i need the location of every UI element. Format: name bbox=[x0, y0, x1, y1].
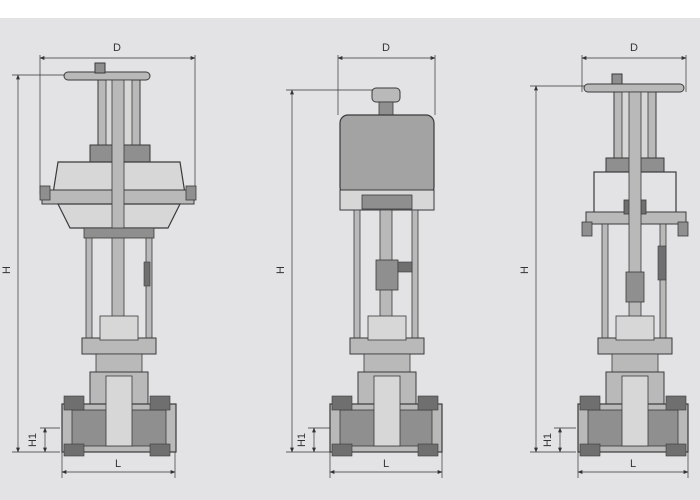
bonnet-flange bbox=[349, 315, 425, 375]
dimension-h1: H1 bbox=[542, 427, 576, 453]
dimension-l: L bbox=[577, 452, 689, 478]
bonnet-flange bbox=[597, 315, 673, 375]
dimension-d-label: D bbox=[113, 42, 121, 54]
dimension-h-label: H bbox=[275, 266, 287, 274]
view-electric-valve: D H H1 L bbox=[275, 42, 443, 478]
dimension-d: D bbox=[337, 42, 436, 115]
dimension-h-label: H bbox=[519, 266, 531, 274]
electric-actuator-housing bbox=[339, 114, 435, 211]
dimension-h1: H1 bbox=[27, 427, 60, 453]
dimension-h1-label: H1 bbox=[296, 433, 308, 447]
valve-body bbox=[61, 371, 177, 457]
dimension-h1-label: H1 bbox=[27, 433, 39, 447]
dimension-h-label: H bbox=[1, 266, 13, 274]
valve-body bbox=[329, 371, 443, 457]
dimension-d: D bbox=[39, 42, 196, 195]
dimension-d-label: D bbox=[382, 42, 390, 54]
view-pneumatic-valve: D H H1 L bbox=[1, 42, 197, 478]
manual-override-knob bbox=[371, 87, 401, 103]
dimension-h: H bbox=[275, 89, 380, 453]
dimension-l-label: L bbox=[383, 458, 389, 470]
dimension-l-label: L bbox=[115, 458, 121, 470]
view-handwheel-valve: D H H1 L bbox=[519, 42, 689, 478]
dimension-h1-label: H1 bbox=[542, 433, 554, 447]
yoke-pillars bbox=[353, 209, 419, 345]
bonnet-flange bbox=[81, 315, 157, 375]
dimension-l: L bbox=[61, 452, 176, 478]
dimension-d-label: D bbox=[630, 42, 638, 54]
dimension-h1: H1 bbox=[296, 427, 330, 453]
yoke-pillars bbox=[601, 223, 667, 345]
dimension-l: L bbox=[329, 452, 443, 478]
dimension-l-label: L bbox=[630, 458, 636, 470]
valve-body bbox=[577, 371, 689, 457]
